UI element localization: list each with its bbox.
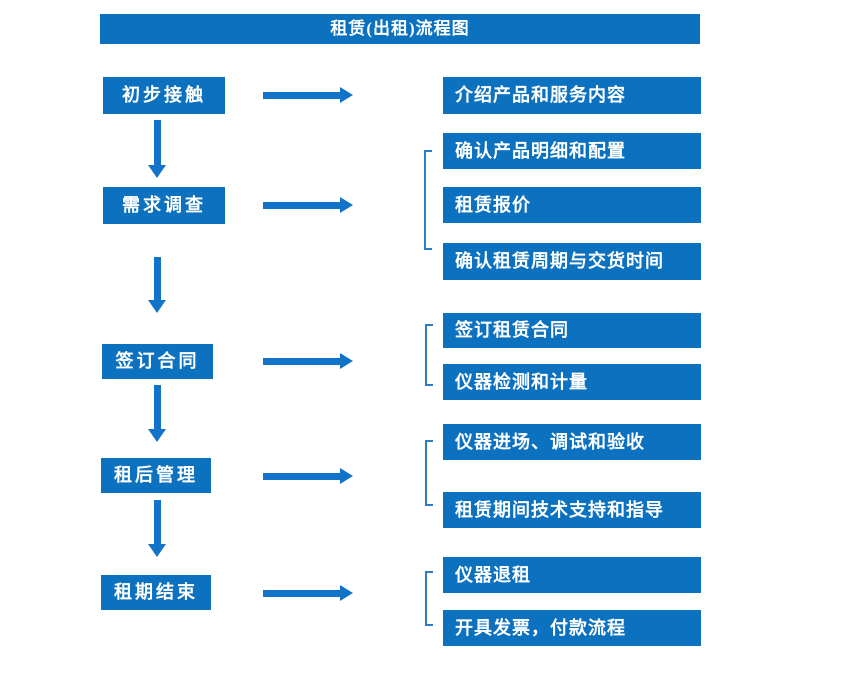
- down-arrowhead-icon: [148, 429, 166, 442]
- detail-box-rental-quotation: 租赁报价: [443, 187, 701, 223]
- detail-box-confirm-product-details: 确认产品明细和配置: [443, 133, 701, 169]
- group-bracket-stage-4: [425, 440, 433, 506]
- flowchart-title: 租赁(出租)流程图: [100, 14, 700, 44]
- group-bracket-stage-3: [425, 324, 433, 386]
- detail-box-introduce-products-services: 介绍产品和服务内容: [443, 77, 701, 114]
- down-arrow-1: [148, 120, 166, 178]
- right-arrow-stage-3: [263, 353, 353, 369]
- stage-box-contract-signing: 签订合同: [102, 344, 213, 379]
- stage-box-requirement-survey: 需求调查: [103, 187, 225, 224]
- right-arrowhead-icon: [340, 197, 353, 213]
- right-arrowhead-icon: [340, 87, 353, 103]
- down-arrow-4: [148, 500, 166, 557]
- detail-box-instrument-arrival-acceptance: 仪器进场、调试和验收: [443, 424, 701, 460]
- down-arrowhead-icon: [148, 544, 166, 557]
- right-arrowhead-icon: [340, 585, 353, 601]
- group-bracket-stage-2: [424, 150, 432, 250]
- down-arrow-3: [148, 385, 166, 442]
- down-arrowhead-icon: [148, 300, 166, 313]
- stage-box-lease-end: 租期结束: [101, 575, 211, 610]
- right-arrow-stage-2: [263, 197, 353, 213]
- detail-box-instrument-testing-metering: 仪器检测和计量: [443, 364, 701, 400]
- right-arrow-stage-5: [263, 585, 353, 601]
- detail-box-invoice-payment: 开具发票，付款流程: [443, 610, 701, 646]
- down-arrow-2: [148, 257, 166, 313]
- detail-box-confirm-rental-period-delivery: 确认租赁周期与交货时间: [443, 243, 701, 280]
- detail-box-technical-support-guidance: 租赁期间技术支持和指导: [443, 492, 701, 528]
- right-arrow-stage-1: [263, 87, 353, 103]
- right-arrow-stage-4: [263, 468, 353, 484]
- right-arrowhead-icon: [340, 353, 353, 369]
- group-bracket-stage-5: [425, 571, 433, 626]
- detail-box-instrument-return: 仪器退租: [443, 557, 701, 593]
- stage-box-initial-contact: 初步接触: [103, 77, 225, 114]
- right-arrowhead-icon: [340, 468, 353, 484]
- down-arrowhead-icon: [148, 165, 166, 178]
- stage-box-post-rental-management: 租后管理: [101, 458, 211, 493]
- detail-box-sign-rental-contract: 签订租赁合同: [443, 313, 701, 348]
